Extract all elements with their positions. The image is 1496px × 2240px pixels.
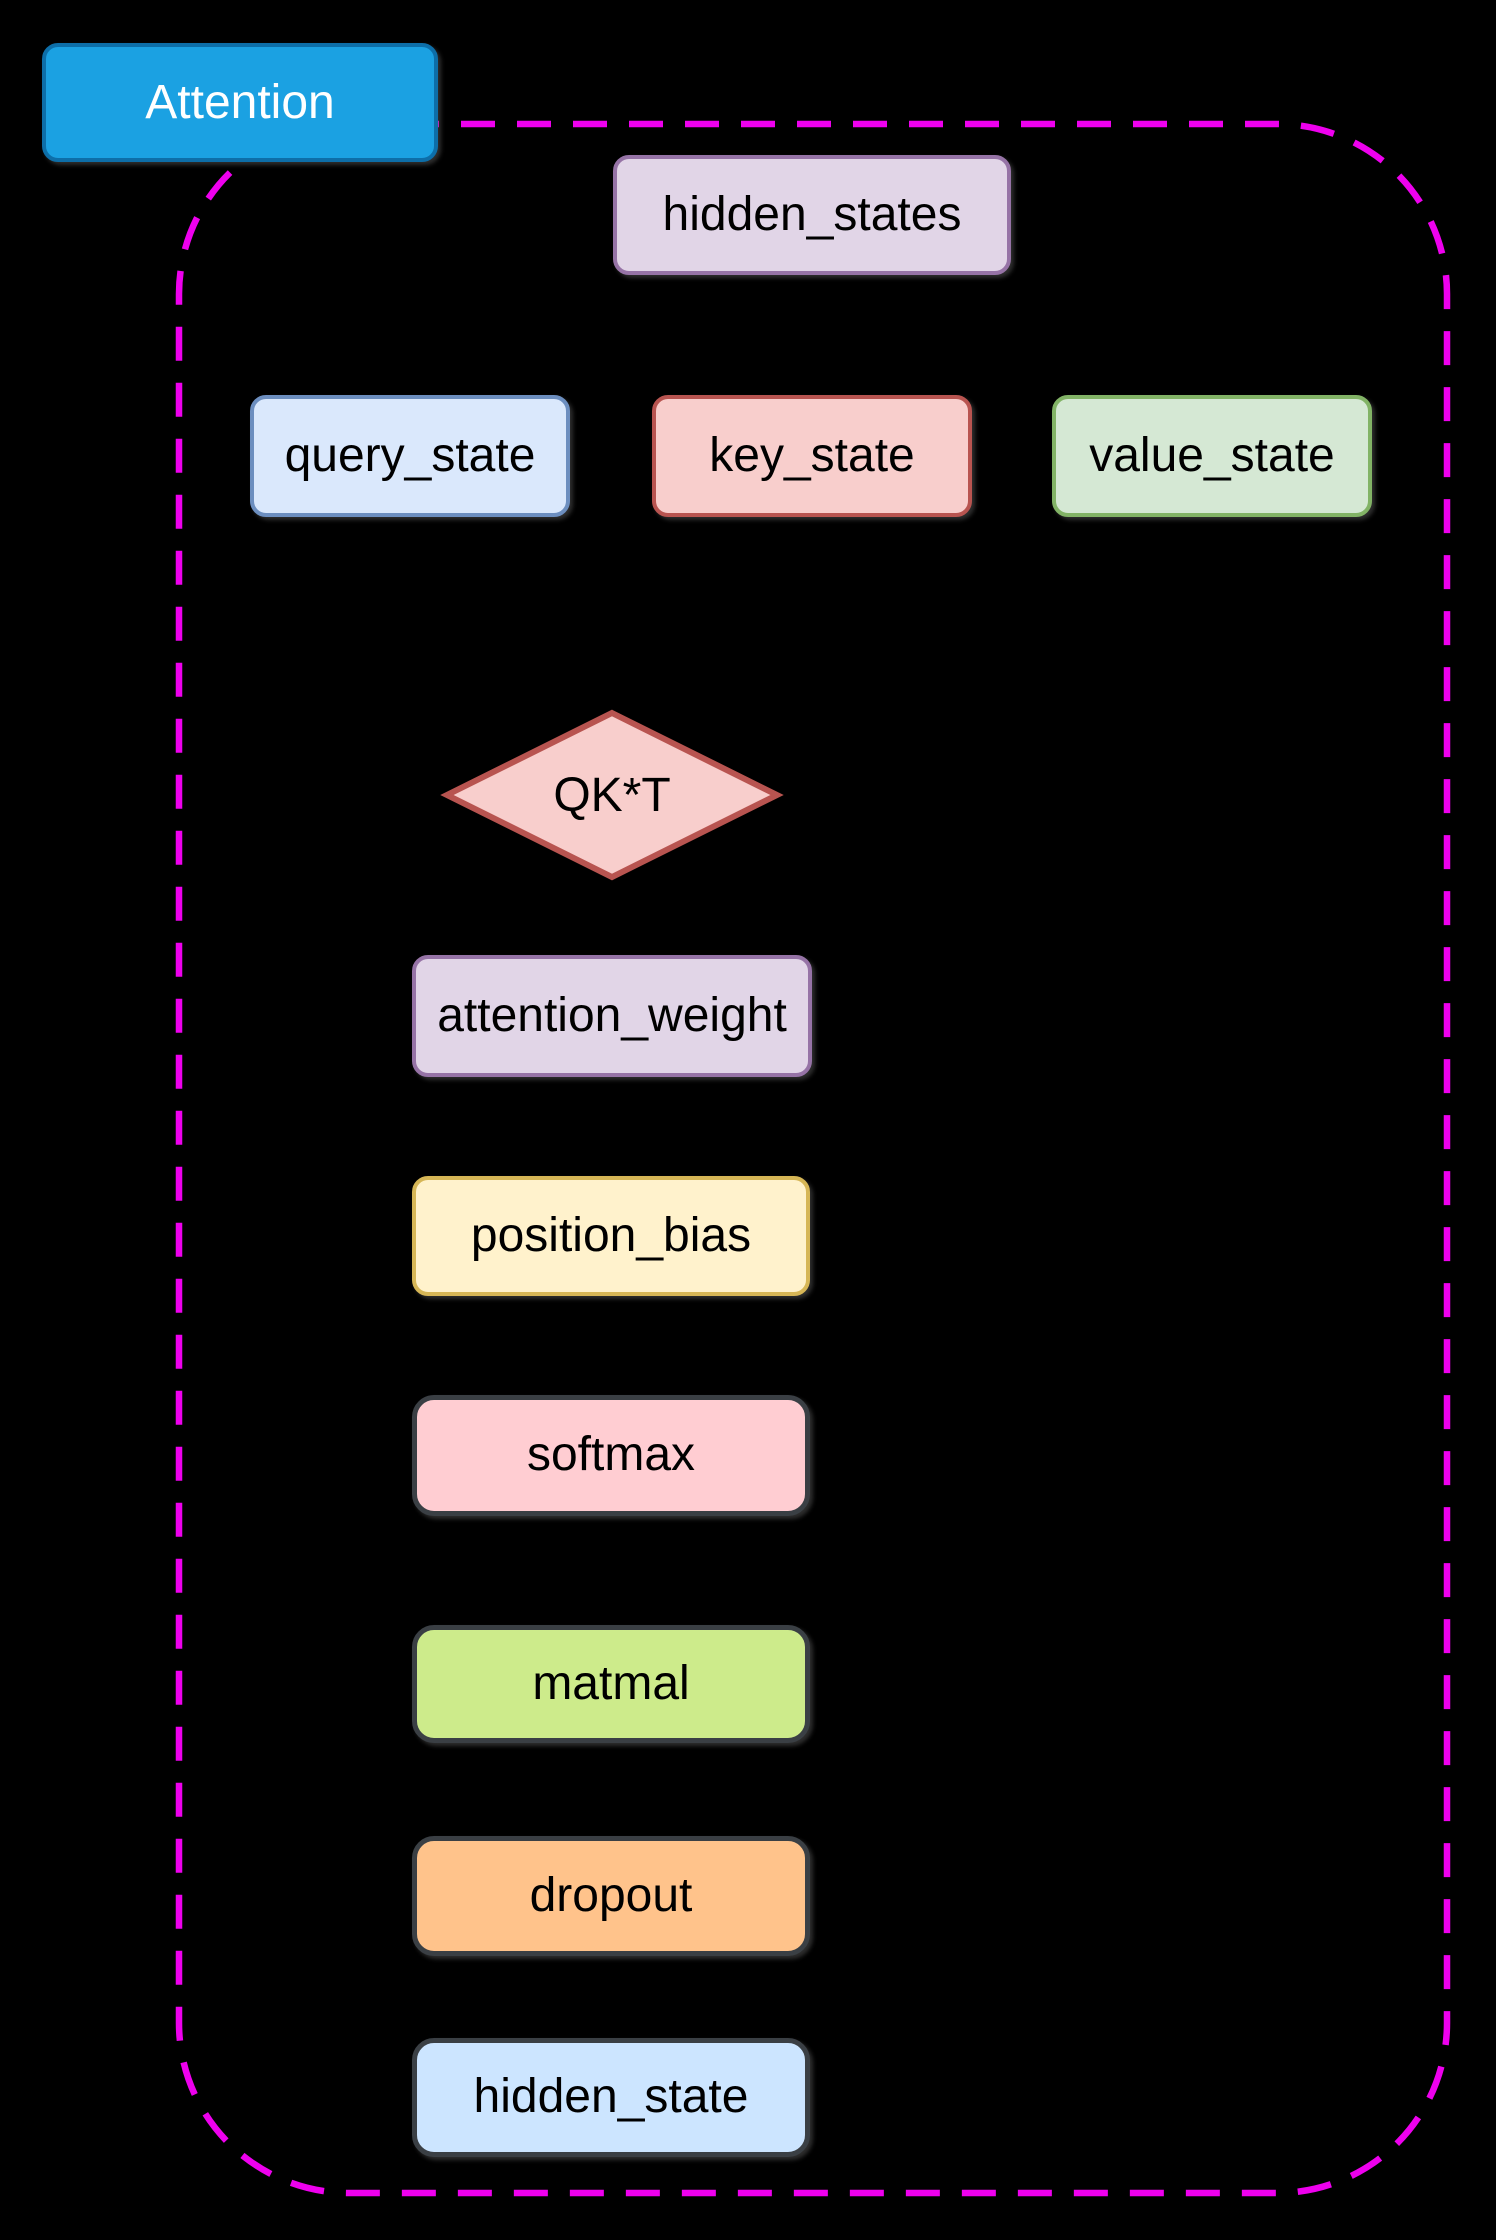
attention-group-dashed-border <box>175 120 1451 2197</box>
node-position-bias: position_bias <box>412 1176 810 1296</box>
node-dropout-label: dropout <box>529 1868 693 1922</box>
node-value-state-label: value_state <box>1089 428 1335 482</box>
node-dropout: dropout <box>412 1836 810 1956</box>
attention-group-title: Attention <box>42 43 438 162</box>
node-qkt: QK*T <box>447 713 777 877</box>
node-softmax-label: softmax <box>526 1428 696 1482</box>
node-matmal: matmal <box>412 1625 810 1743</box>
node-hidden-state-label: hidden_state <box>473 2070 749 2124</box>
node-query-state: query_state <box>250 395 570 517</box>
node-key-state-label: key_state <box>709 428 915 482</box>
attention-group-title-text: Attention <box>145 76 335 129</box>
node-softmax: softmax <box>412 1395 810 1516</box>
node-query-state-label: query_state <box>284 428 536 482</box>
node-attention-weight: attention_weight <box>412 955 812 1077</box>
node-hidden-states-label: hidden_states <box>662 187 962 241</box>
node-hidden-states: hidden_states <box>613 155 1011 275</box>
node-value-state: value_state <box>1052 395 1372 517</box>
node-matmal-label: matmal <box>532 1656 690 1710</box>
qkt-diamond-shape <box>440 709 784 881</box>
node-key-state: key_state <box>652 395 972 517</box>
node-hidden-state: hidden_state <box>412 2038 810 2157</box>
node-attention-weight-label: attention_weight <box>437 988 787 1042</box>
node-qkt-label: QK*T <box>553 768 671 822</box>
node-position-bias-label: position_bias <box>470 1208 752 1262</box>
